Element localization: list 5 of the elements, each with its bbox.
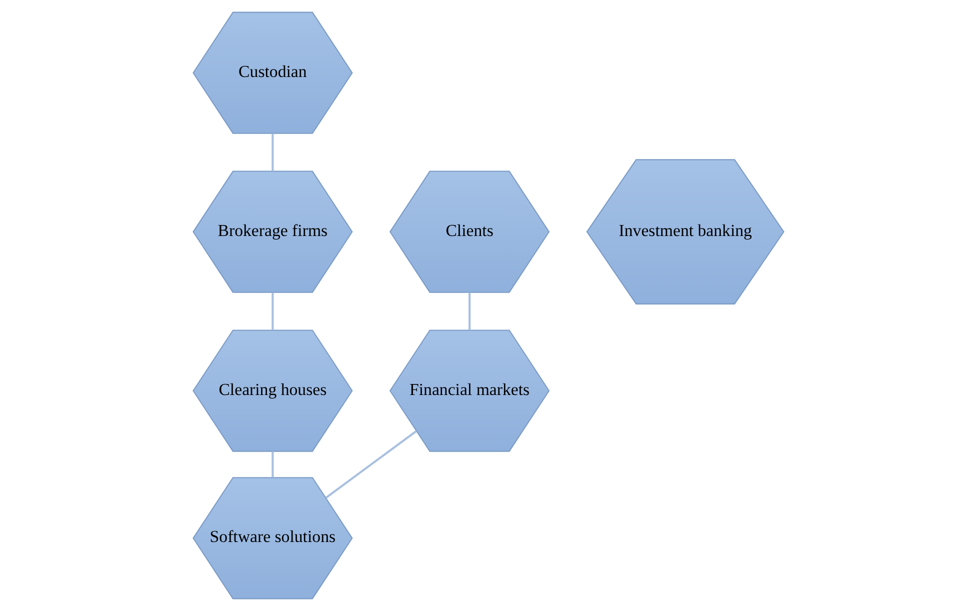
connector	[271, 134, 274, 172]
connector	[468, 292, 470, 330]
connector	[324, 430, 416, 499]
connector	[271, 451, 274, 478]
connector	[271, 292, 274, 330]
